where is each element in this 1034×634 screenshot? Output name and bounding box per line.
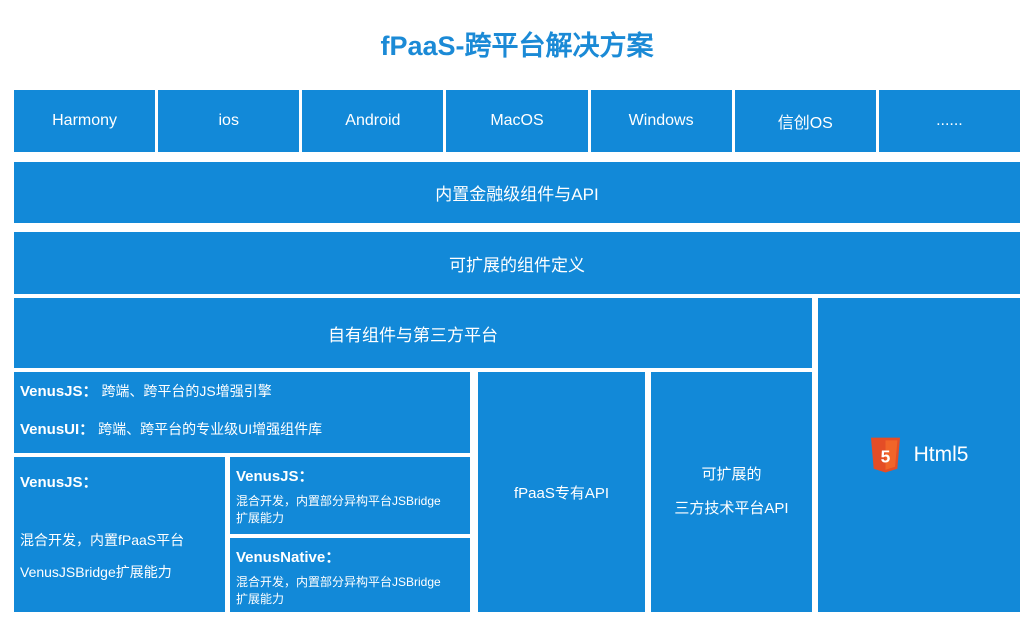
venus-engine-box: VenusJS： 跨端、跨平台的JS增强引擎 VenusUI： 跨端、跨平台的专… xyxy=(14,372,470,453)
platform-more: ...... xyxy=(878,90,1020,152)
venusjs-hybrid-label: VenusJS： xyxy=(236,468,314,485)
platform-xinchuang-os: 信创OS xyxy=(734,90,876,152)
fpaas-api-box: fPaaS专有API xyxy=(478,372,645,612)
platform-windows: Windows xyxy=(590,90,732,152)
venusui-text: 跨端、跨平台的专业级UI增强组件库 xyxy=(98,421,323,437)
third-party-line2: 三方技术平台API xyxy=(674,500,789,517)
html5-logo-icon: 5 xyxy=(870,437,900,473)
html5-label: Html5 xyxy=(913,443,969,466)
venusjs-label: VenusJS： xyxy=(20,383,98,400)
venusnative-box: VenusNative： 混合开发，内置部分异构平台JSBridge 扩展能力 xyxy=(230,538,470,612)
venusjs-platform-line1: 混合开发，内置fPaaS平台 xyxy=(20,532,185,548)
third-party-api-text: 可扩展的 三方技术平台API xyxy=(674,458,788,526)
venusjs-fpaas-platform-box: VenusJS： 混合开发，内置fPaaS平台 VenusJSBridge扩展能… xyxy=(14,457,225,612)
venusjs-hybrid-text: 混合开发，内置部分异构平台JSBridge 扩展能力 xyxy=(236,493,464,527)
builtin-components-bar: 内置金融级组件与API xyxy=(14,162,1020,223)
page-title: fPaaS-跨平台解决方案 xyxy=(380,31,654,61)
platform-harmony: Harmony xyxy=(14,90,156,152)
platforms-row: Harmony ios Android MacOS Windows 信创OS .… xyxy=(14,90,1020,152)
platform-android: Android xyxy=(302,90,444,152)
venusnative-line2: 扩展能力 xyxy=(236,592,285,606)
venusnative-line1: 混合开发，内置部分异构平台JSBridge xyxy=(236,575,441,589)
venusjs-hybrid-line1: 混合开发，内置部分异构平台JSBridge xyxy=(236,494,441,508)
venusjs-platform-line2: VenusJSBridge扩展能力 xyxy=(20,564,172,580)
venusjs-text: 跨端、跨平台的JS增强引擎 xyxy=(101,383,272,399)
html5-box: 5 Html5 xyxy=(818,298,1020,612)
third-party-api-box: 可扩展的 三方技术平台API xyxy=(651,372,812,612)
venusjs-engine-line: VenusJS： 跨端、跨平台的JS增强引擎 xyxy=(20,380,462,401)
extensible-definition-bar: 可扩展的组件定义 xyxy=(14,232,1020,294)
html5-logo-number: 5 xyxy=(880,446,890,466)
venusnative-text: 混合开发，内置部分异构平台JSBridge 扩展能力 xyxy=(236,574,464,608)
venusjs-hybrid-line2: 扩展能力 xyxy=(236,511,285,525)
venusjs-hybrid-box: VenusJS： 混合开发，内置部分异构平台JSBridge 扩展能力 xyxy=(230,457,470,534)
venusjs-platform-label: VenusJS： xyxy=(20,474,98,491)
venusui-label: VenusUI： xyxy=(20,421,95,438)
own-components-bar: 自有组件与第三方平台 xyxy=(14,298,812,368)
platform-ios: ios xyxy=(158,90,300,152)
venusnative-label: VenusNative： xyxy=(236,549,341,566)
venusui-line: VenusUI： 跨端、跨平台的专业级UI增强组件库 xyxy=(20,418,462,439)
platform-macos: MacOS xyxy=(446,90,588,152)
third-party-line1: 可扩展的 xyxy=(701,466,762,483)
